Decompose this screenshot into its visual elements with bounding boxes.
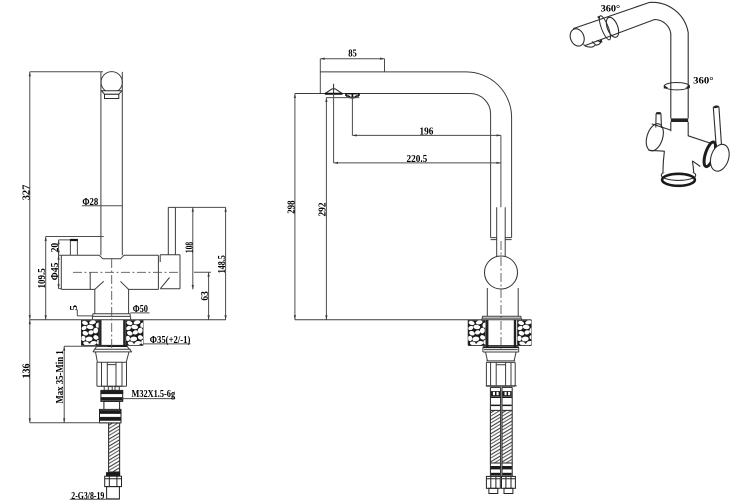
svg-text:220.5: 220.5: [407, 153, 428, 165]
svg-text:327: 327: [20, 184, 32, 200]
svg-text:Φ50: Φ50: [133, 303, 149, 315]
svg-text:63: 63: [199, 291, 211, 301]
svg-text:109.5: 109.5: [36, 268, 48, 289]
svg-text:M32X1.5-6g: M32X1.5-6g: [132, 388, 176, 400]
svg-text:5: 5: [68, 305, 80, 311]
svg-text:136: 136: [20, 363, 32, 378]
svg-text:85: 85: [348, 48, 357, 60]
svg-text:298: 298: [285, 200, 297, 214]
svg-text:360°: 360°: [601, 3, 621, 13]
svg-text:20: 20: [49, 242, 61, 252]
svg-text:Φ28: Φ28: [82, 196, 98, 208]
svg-text:196: 196: [420, 125, 434, 137]
svg-text:Φ45: Φ45: [49, 262, 61, 280]
svg-text:2-G3/8-19: 2-G3/8-19: [71, 490, 104, 500]
svg-text:292: 292: [317, 202, 329, 216]
svg-text:360°: 360°: [693, 75, 714, 85]
svg-text:108: 108: [183, 242, 195, 254]
svg-text:Max 35-Min 1: Max 35-Min 1: [54, 350, 66, 403]
svg-text:Φ35(+2/-1): Φ35(+2/-1): [150, 334, 191, 346]
svg-text:148.5: 148.5: [216, 255, 228, 274]
